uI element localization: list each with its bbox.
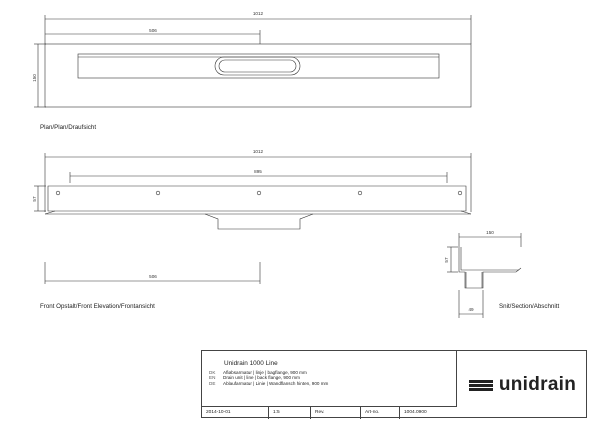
lang-code: DK	[209, 370, 216, 375]
title-block: Unidrain 1000 Line DK Afløbsarmatur | li…	[201, 350, 588, 419]
description-text: Afløbsarmatur | linje | bagflange, 900 m…	[223, 370, 307, 375]
front-outlet	[204, 213, 314, 230]
description-lines: DK Afløbsarmatur | linje | bagflange, 90…	[209, 370, 328, 386]
section-profile	[458, 247, 522, 289]
description-text: Ablaufarmatur | Linie | Wandflansch hint…	[223, 380, 329, 386]
section-dim-outlet: 49	[468, 307, 474, 312]
description-text: Drain unit | line | back flange, 900 mm	[223, 375, 300, 381]
screw-3	[256, 190, 262, 196]
logo-mark-icon	[468, 379, 493, 391]
front-dim-half: 506	[149, 274, 157, 279]
section-label: Snit/Section/Abschnitt	[499, 303, 560, 310]
section-dim-width: 150	[486, 230, 494, 235]
front-body	[47, 185, 467, 212]
description-line-de: DE Ablaufarmatur | Linie | Wandflansch h…	[209, 381, 328, 386]
front-label: Front Opstalt/Front Elevation/Frontansic…	[40, 303, 155, 310]
art-no-cell: 1004.0900	[404, 410, 427, 415]
front-dim-inner: 895	[254, 169, 262, 174]
lang-code: EN	[209, 375, 216, 381]
date-cell: 2014-10-01	[202, 407, 269, 419]
front-dim-height: 57	[32, 196, 37, 202]
title-block-main: Unidrain 1000 Line DK Afløbsarmatur | li…	[202, 351, 457, 406]
plan-view	[34, 15, 472, 108]
drawing-title: Unidrain 1000 Line	[224, 360, 278, 367]
plan-outlet-oval	[214, 56, 301, 76]
screw-5	[457, 190, 463, 196]
art-label-cell: Art-no.	[361, 407, 400, 419]
description-line-en: EN Drain unit | line | back flange, 900 …	[209, 375, 328, 380]
section-dim-height: 57	[444, 257, 449, 263]
front-dim-total: 1012	[253, 149, 264, 154]
screw-4	[357, 190, 363, 196]
brand-logo: unidrain	[457, 351, 588, 419]
front-view	[34, 153, 472, 284]
title-block-info-row: 2014-10-01 1:5 Rev. Art-no. 1004.0900	[202, 406, 457, 419]
screw-1	[55, 190, 61, 196]
plan-dim-half: 506	[149, 28, 157, 33]
section-view	[447, 233, 522, 318]
plan-dim-height: 150	[32, 74, 37, 82]
plan-body	[44, 43, 472, 108]
rev-cell: Rev.	[311, 407, 361, 419]
description-line-dk: DK Afløbsarmatur | linje | bagflange, 90…	[209, 370, 328, 375]
plan-grating	[77, 53, 440, 79]
screw-2	[155, 190, 161, 196]
plan-dim-total: 1012	[253, 11, 264, 16]
logo-wordmark: unidrain	[498, 374, 577, 395]
scale-cell: 1:5	[269, 407, 311, 419]
plan-label: Plan/Plan/Draufsicht	[40, 124, 97, 131]
lang-code: DE	[209, 380, 216, 386]
